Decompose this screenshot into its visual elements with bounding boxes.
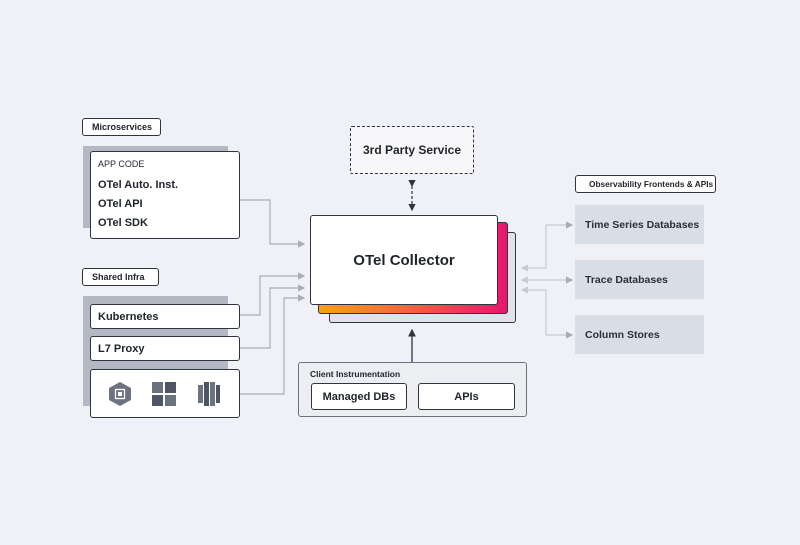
time-series-databases-box: Time Series Databases <box>575 205 704 244</box>
shared-infra-heading: Shared Infra <box>82 268 159 286</box>
otel-auto-inst-label: OTel Auto. Inst. <box>98 179 179 191</box>
managed-dbs-box: Managed DBs <box>311 383 407 410</box>
otel-collector-box: OTel Collector <box>310 215 498 305</box>
observability-heading: Observability Frontends & APIs <box>575 175 716 193</box>
l7-proxy-connector <box>240 284 306 349</box>
trace-databases-box: Trace Databases <box>575 260 704 299</box>
gcp-hexagon-icon <box>109 382 131 406</box>
cloud-providers-box <box>90 369 240 418</box>
azure-grid-icon <box>152 382 176 406</box>
client-instrumentation-panel: Client Instrumentation Managed DBs APIs <box>298 362 527 417</box>
microservices-connector <box>240 199 306 248</box>
app-code-label: APP CODE <box>98 159 145 169</box>
l7-proxy-box: L7 Proxy <box>90 336 240 361</box>
time-series-connector <box>520 221 574 272</box>
otel-api-label: OTel API <box>98 198 143 210</box>
aws-bars-icon <box>198 382 220 406</box>
column-connector <box>520 286 574 339</box>
microservices-heading: Microservices <box>82 118 161 136</box>
column-stores-box: Column Stores <box>575 315 704 354</box>
microservices-card: APP CODE OTel Auto. Inst. OTel API OTel … <box>90 151 240 239</box>
third-party-service-box: 3rd Party Service <box>350 126 474 174</box>
apis-box: APIs <box>418 383 515 410</box>
kubernetes-box: Kubernetes <box>90 304 240 329</box>
kubernetes-connector <box>240 272 306 316</box>
client-instrumentation-heading: Client Instrumentation <box>310 369 401 379</box>
otel-sdk-label: OTel SDK <box>98 217 148 229</box>
cloud-connector <box>240 294 306 395</box>
